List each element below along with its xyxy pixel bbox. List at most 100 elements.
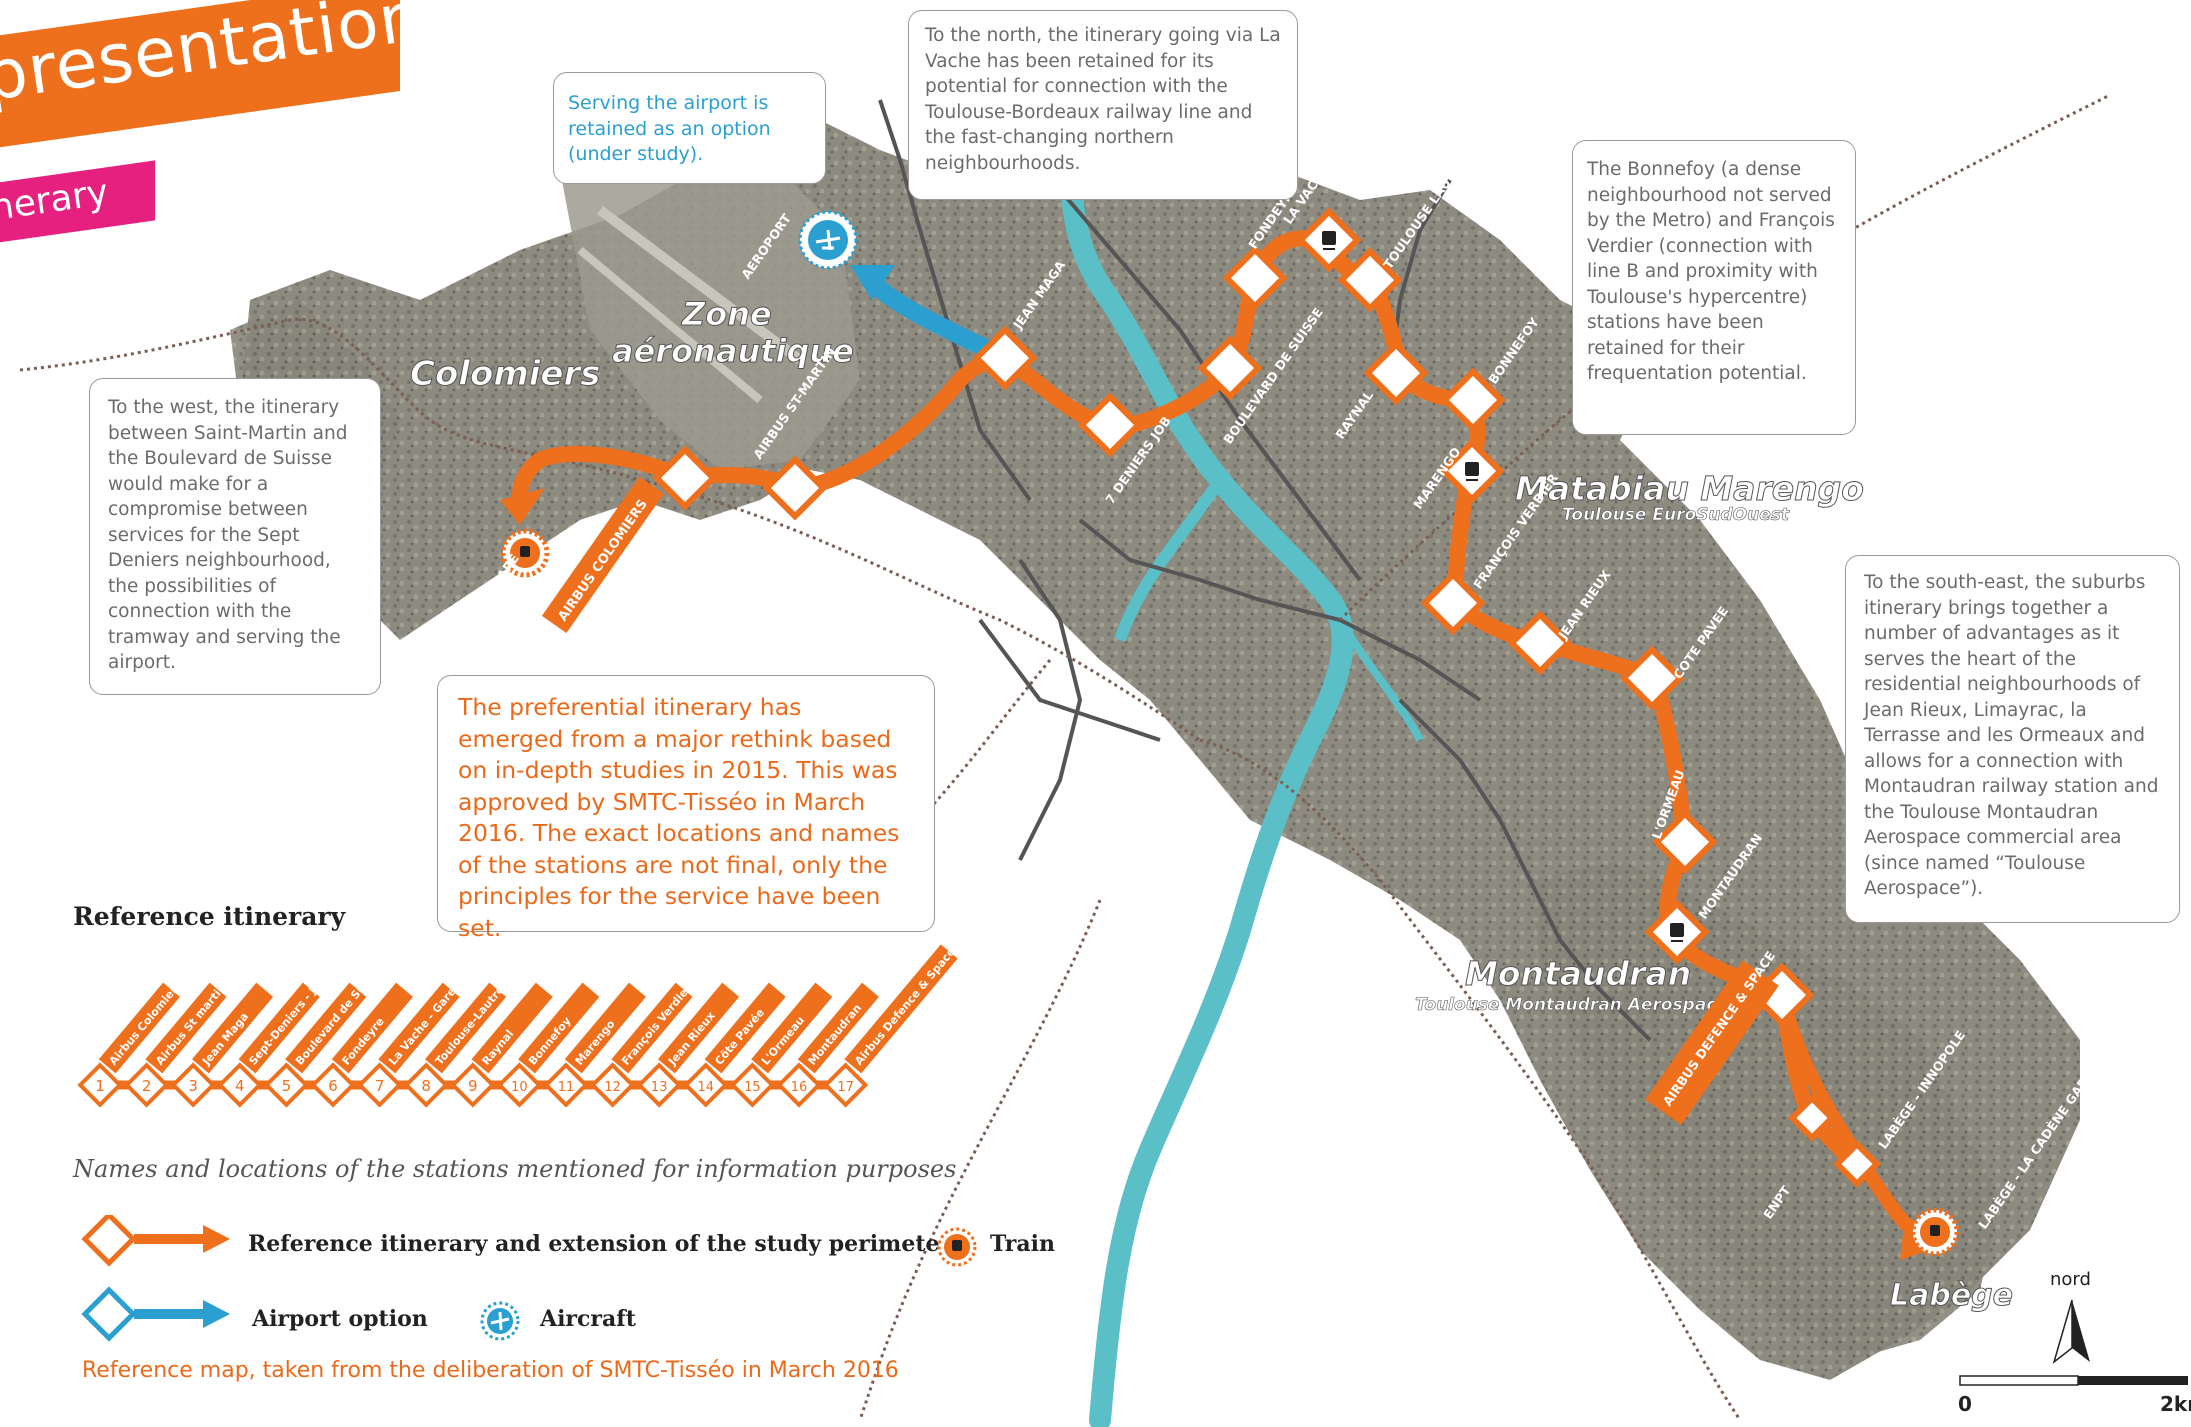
station-diagram-banner-bg xyxy=(564,982,646,1074)
station-diagram-number: 5 xyxy=(282,1077,292,1095)
callout-west-text: To the west, the itinerary between Saint… xyxy=(108,397,348,673)
west-extension-arrowhead xyxy=(500,488,545,525)
legend-symbols xyxy=(81,1215,230,1342)
station-airbus-st-martin xyxy=(762,455,828,521)
station-diagram-banner-bg xyxy=(98,982,180,1074)
station-diagram-number: 3 xyxy=(188,1077,198,1095)
legend-aircraft-icon xyxy=(480,1301,520,1341)
station-fondeyre xyxy=(1222,245,1288,311)
station-diagram-number: 17 xyxy=(837,1080,854,1095)
station-lormeau xyxy=(1652,809,1718,875)
transit-lines xyxy=(878,79,1652,1042)
station-diagram-number: 13 xyxy=(651,1080,668,1095)
station-diagram-banner-bg xyxy=(704,982,786,1074)
station-diagram-number: 1 xyxy=(95,1077,105,1095)
place-montaudran-sub: Toulouse Montaudran Aerospace xyxy=(1415,995,1728,1015)
callout-southeast-text: To the south-east, the suburbs itinerary… xyxy=(1864,572,2159,899)
train-icon xyxy=(500,528,550,578)
station-diagram-diamond xyxy=(589,1062,636,1108)
station-diagram-banner-bg xyxy=(751,982,833,1074)
station-enpt xyxy=(1787,1093,1837,1143)
north-label: nord xyxy=(2050,1269,2091,1290)
airport-option-arrowhead xyxy=(850,265,895,300)
place-montaudran: Montaudran xyxy=(1465,954,1691,993)
station-diagram-banner-bg xyxy=(797,982,879,1074)
station-diagram-diamond xyxy=(310,1062,356,1108)
train-icon xyxy=(1644,899,1710,965)
station-diagram-number: 10 xyxy=(511,1080,528,1095)
station-diagram-diamond xyxy=(170,1062,216,1108)
reference-caption: Reference map, taken from the deliberati… xyxy=(82,1358,899,1383)
river-branch xyxy=(1114,476,1225,642)
station-diagram-number: 7 xyxy=(375,1077,385,1095)
aircraft-icon xyxy=(798,210,858,270)
station-diagram-number: 6 xyxy=(328,1077,338,1095)
station-diagram-number: 4 xyxy=(235,1077,245,1095)
station-diagram-banner-bg xyxy=(285,982,367,1074)
station-diagram-number: 8 xyxy=(421,1077,431,1095)
place-matabiau-sub: Toulouse EuroSudOuest xyxy=(1562,505,1790,525)
station-cote-pavee xyxy=(1619,645,1685,711)
callout-airport-text: Serving the airport is retained as an op… xyxy=(568,92,771,165)
station-diagram-diamond xyxy=(450,1062,496,1108)
station-diagram-diamond xyxy=(543,1062,589,1108)
station-diagram-banner-bg xyxy=(518,982,600,1074)
train-icon xyxy=(1296,207,1362,273)
station-diagram-diamond xyxy=(356,1062,403,1108)
place-colomiers: Colomiers xyxy=(410,354,600,394)
scale-zero: 0 xyxy=(1958,1392,1972,1416)
place-labege: Labège xyxy=(1890,1278,2013,1313)
callout-north: To the north, the itinerary going via La… xyxy=(908,10,1298,200)
legend-airport-symbol xyxy=(81,1286,230,1342)
train-icon xyxy=(1910,1207,1960,1257)
legend-airport-label: Airport option xyxy=(252,1306,428,1332)
station-diagram-number: 2 xyxy=(142,1077,152,1095)
legend-aircraft-label: Aircraft xyxy=(540,1306,636,1332)
station-diagram-number: 11 xyxy=(558,1080,575,1095)
station-diagram-diamond xyxy=(729,1062,776,1108)
callout-airport: Serving the airport is retained as an op… xyxy=(553,72,826,184)
west-extension-route xyxy=(512,445,693,503)
callout-north-text: To the north, the itinerary going via La… xyxy=(925,25,1281,174)
place-zone-aero: aéronautique xyxy=(612,332,854,370)
station-diagram-number: 9 xyxy=(468,1077,478,1095)
legend-reference-label: Reference itinerary and extension of the… xyxy=(248,1231,952,1257)
station-diagram-banner-bg xyxy=(611,982,693,1074)
river-garonne xyxy=(1060,109,1354,1427)
station-toulouse-lautrec xyxy=(1337,247,1403,313)
scale-two: 2km xyxy=(2160,1392,2191,1416)
north-arrow xyxy=(2052,1299,2090,1365)
station-francois-verdier xyxy=(1420,570,1486,636)
station-diagram-diamond xyxy=(217,1062,263,1108)
station-raynal xyxy=(1363,340,1429,406)
station-diagram-diamond xyxy=(77,1062,123,1108)
runway xyxy=(577,246,763,404)
station-diagram-diamond xyxy=(822,1062,869,1108)
legend-train-label: Train xyxy=(990,1231,1055,1257)
station-diagram-number: 15 xyxy=(744,1080,761,1095)
place-matabiau: Matabiau Marengo xyxy=(1515,469,1864,508)
station-diagram-diamond xyxy=(496,1062,543,1108)
station-diagram-number: 14 xyxy=(698,1080,715,1095)
station-diagram-banner-bg xyxy=(331,982,413,1074)
station-bd-suisse xyxy=(1197,335,1263,401)
callout-bonnefoy-text: The Bonnefoy (a dense neighbourhood not … xyxy=(1587,159,1835,384)
legend-reference-symbol xyxy=(81,1215,230,1267)
station-jean-rieux xyxy=(1507,610,1573,676)
train-station-markers xyxy=(500,207,1960,1257)
station-diagram-banner-bg xyxy=(378,982,460,1074)
legend-train-icon xyxy=(937,1227,977,1267)
scale-bar xyxy=(1959,1375,2188,1386)
station-diagram-diamond xyxy=(683,1062,729,1108)
station-diagram-banner-bg xyxy=(471,982,553,1074)
callout-bonnefoy: The Bonnefoy (a dense neighbourhood not … xyxy=(1572,140,1856,435)
station-diagram-banner-bg xyxy=(844,944,958,1074)
station-labege-innopole xyxy=(1832,1139,1882,1189)
station-diagram-banner-bg xyxy=(145,982,227,1074)
station-diagram-diamond xyxy=(636,1062,682,1108)
station-airbus-colomiers xyxy=(652,445,718,511)
callout-southeast: To the south-east, the suburbs itinerary… xyxy=(1845,555,2180,923)
station-diagram-banner-bg xyxy=(192,982,274,1074)
station-sept-deniers xyxy=(1077,392,1143,458)
